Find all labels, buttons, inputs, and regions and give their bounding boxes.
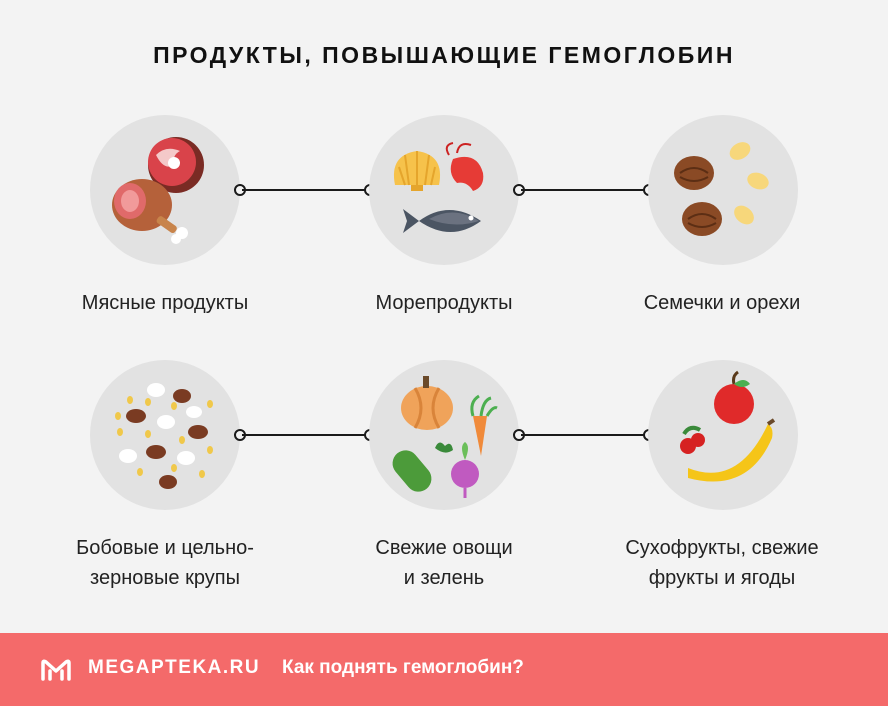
label-line: фрукты и ягоды (648, 567, 796, 589)
legumes-grains-icon (115, 383, 213, 489)
item-label: Свежие овощи и зелень (314, 533, 574, 593)
item-label: Сухофрукты, свежие фрукты и ягоды (592, 533, 852, 593)
fruits-circle (648, 360, 798, 510)
label-line: зерновые крупы (90, 567, 240, 589)
brand-link[interactable]: MEGAPTEKA.RU (88, 657, 261, 678)
nuts-seeds-icon (674, 142, 769, 236)
item-label: Мясные продукты (35, 288, 295, 318)
connector (513, 182, 655, 198)
legumes-circle (90, 360, 240, 510)
label-line: Свежие овощи (375, 537, 513, 559)
label-line: Сухофрукты, свежие (625, 537, 819, 559)
seafood-circle (369, 115, 519, 265)
footer-bar: MEGAPTEKA.RU Как поднять гемоглобин? (0, 633, 888, 706)
connector (513, 427, 655, 443)
page-title: ПРОДУКТЫ, ПОВЫШАЮЩИЕ ГЕМОГЛОБИН (153, 42, 735, 68)
fruits-berries-icon (680, 370, 776, 482)
label-line: и зелень (403, 567, 485, 589)
connector (234, 427, 376, 443)
item-label: Бобовые и цельно- зерновые крупы (35, 533, 295, 593)
article-link[interactable]: Как поднять гемоглобин? (282, 657, 524, 678)
label-line: Бобовые и цельно- (76, 537, 254, 559)
label-line: Семечки и орехи (643, 292, 801, 314)
label-line: Мясные продукты (81, 292, 249, 314)
label-line: Морепродукты (375, 292, 513, 314)
vegetables-circle (369, 360, 519, 510)
vegetables-icon (392, 376, 498, 498)
item-label: Морепродукты (314, 288, 574, 318)
seafood-icon (393, 142, 484, 233)
megapteka-logo-icon[interactable] (40, 657, 72, 683)
connector (234, 182, 376, 198)
meat-icon (112, 137, 204, 244)
nuts-circle (648, 115, 798, 265)
item-label: Семечки и орехи (592, 288, 852, 318)
meat-circle (90, 115, 240, 265)
